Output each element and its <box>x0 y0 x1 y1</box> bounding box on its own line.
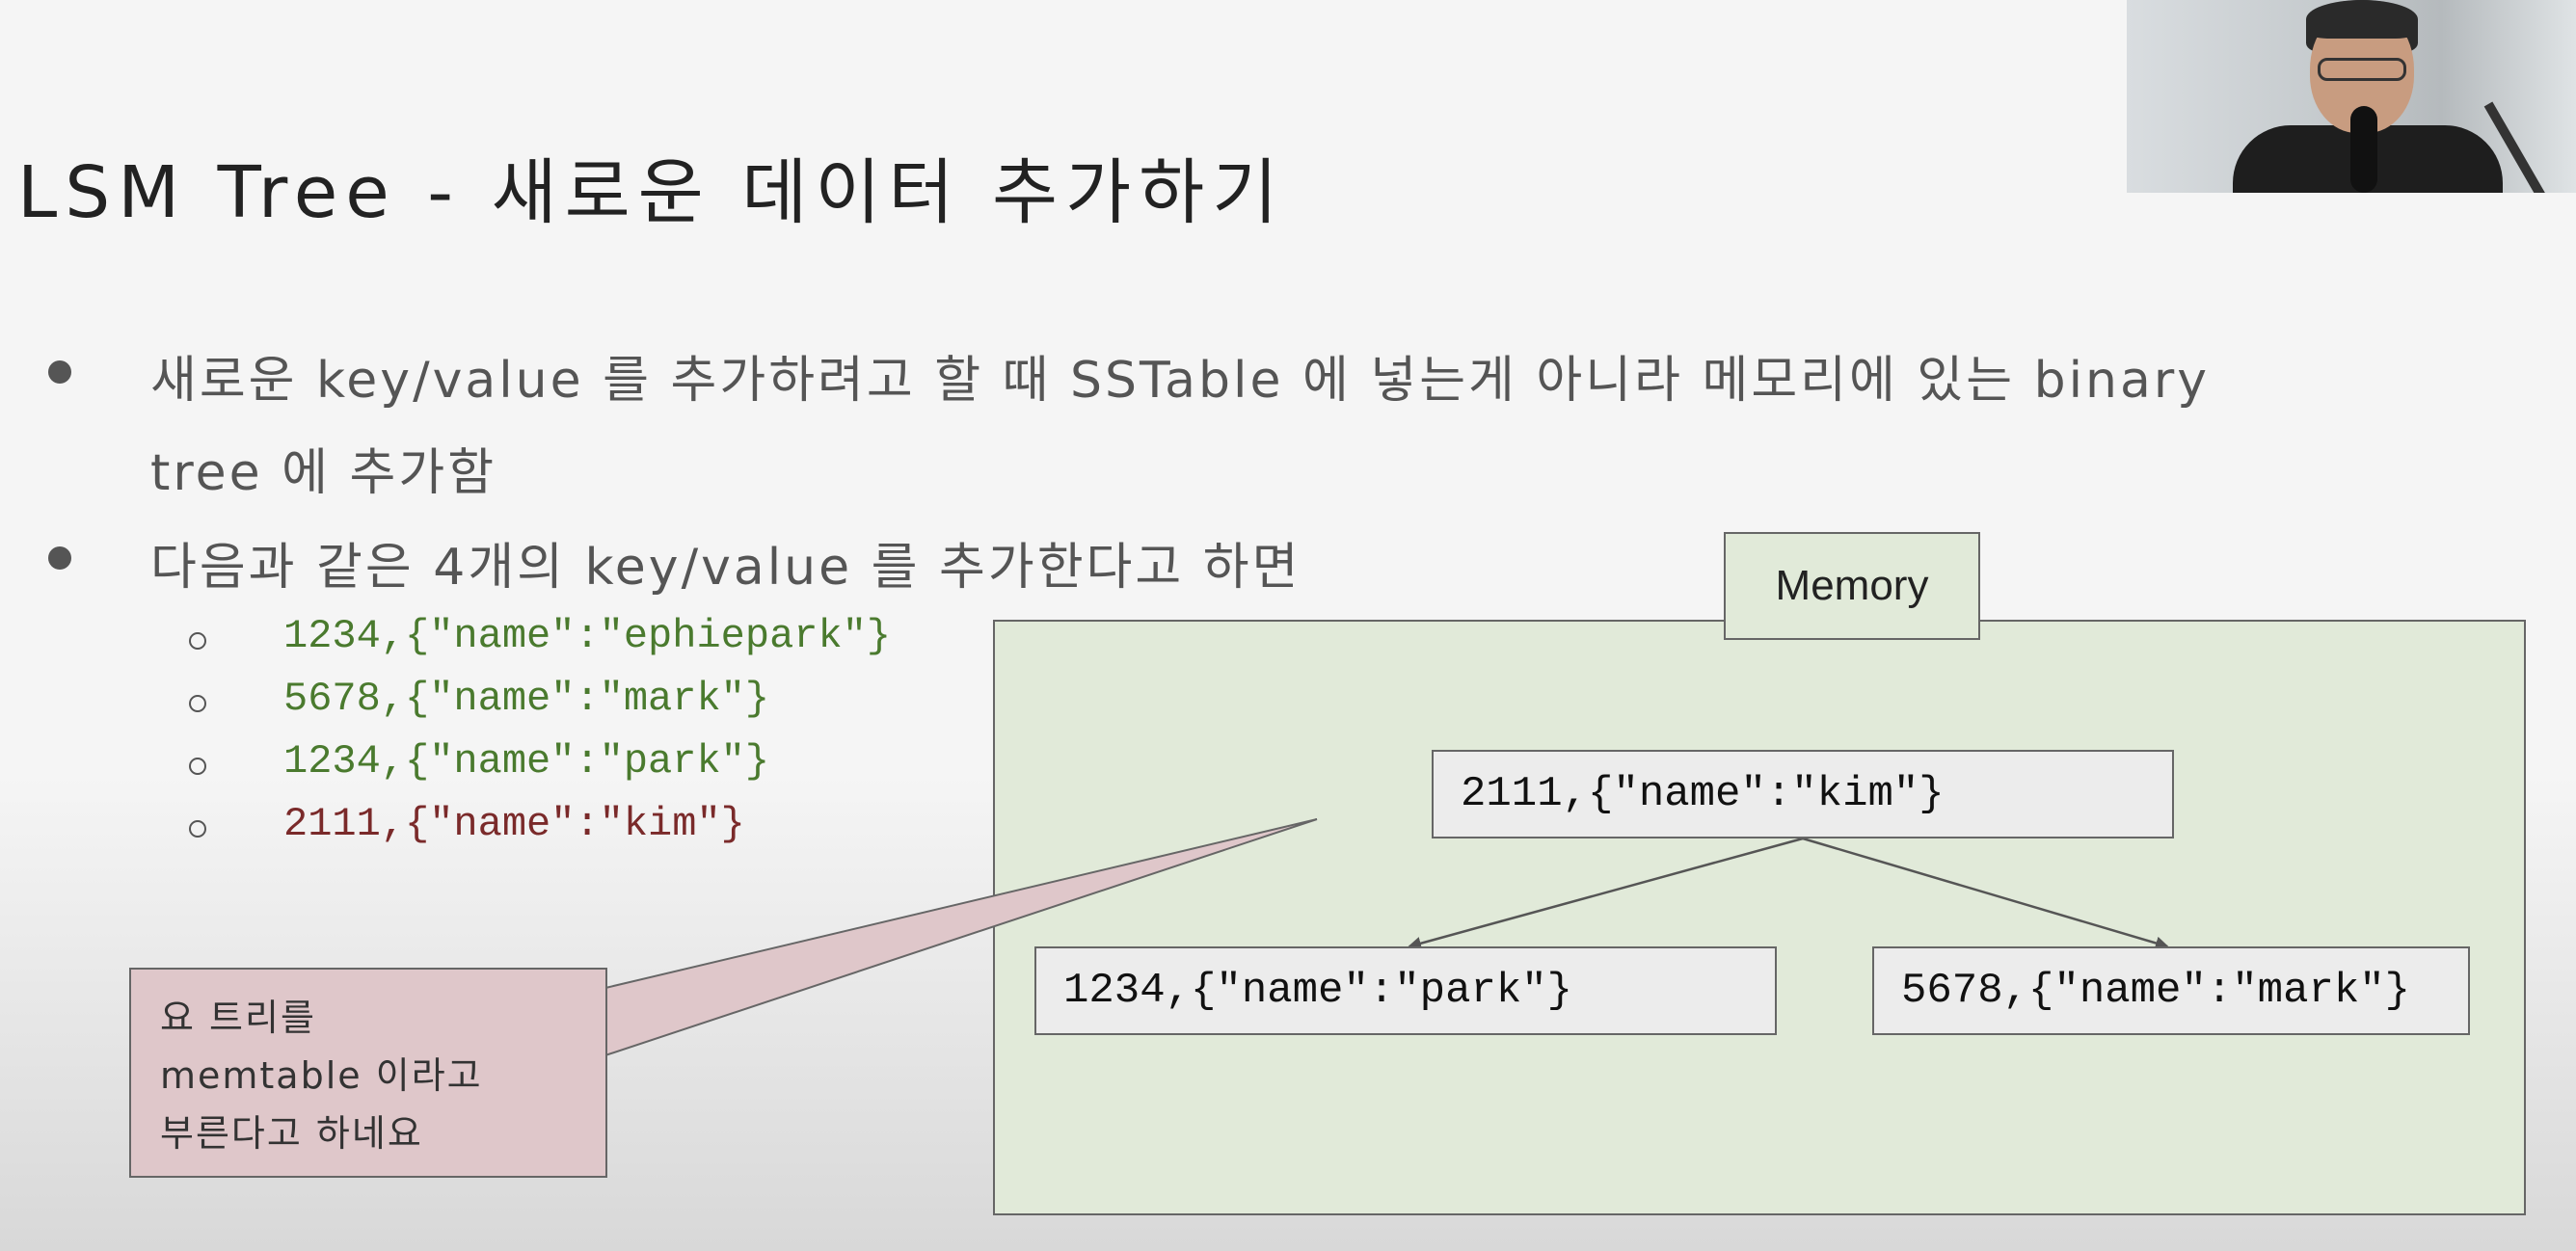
callout-line-2: memtable 이라고 <box>160 1054 483 1097</box>
memory-area <box>993 620 2526 1215</box>
edge-root-right <box>1802 837 2169 950</box>
tree-right-node: 5678,{"name":"mark"} <box>1872 946 2470 1035</box>
edge-root-left <box>1408 837 1804 950</box>
presenter-video-icon <box>2127 0 2576 193</box>
sub-item-4: 2111,{"name":"kim"} <box>283 801 745 847</box>
tree-root-node: 2111,{"name":"kim"} <box>1432 750 2174 838</box>
presenter-hair-top <box>2306 0 2418 39</box>
memory-label: Memory <box>1724 532 1980 640</box>
sub-item-1: 1234,{"name":"ephiepark"} <box>283 613 892 659</box>
sub-bullet-circle <box>189 632 206 650</box>
tree-left-node: 1234,{"name":"park"} <box>1034 946 1777 1035</box>
presenter-glasses <box>2318 58 2406 81</box>
callout-line-1: 요 트리를 <box>160 997 316 1039</box>
bullet-2-line-1: 다음과 같은 4개의 key/value 를 추가한다고 하면 <box>150 539 1301 597</box>
bullet-1-line-1: 새로운 key/value 를 추가하려고 할 때 SSTable 에 넣는게 … <box>150 352 2211 410</box>
bullet-1-line-2: tree 에 추가함 <box>150 444 497 502</box>
sub-bullet-circle <box>189 758 206 775</box>
bullet-dot-1 <box>48 360 71 384</box>
sub-item-3: 1234,{"name":"park"} <box>283 738 770 785</box>
sub-bullet-circle <box>189 695 206 712</box>
bullet-dot-2 <box>48 546 71 570</box>
slide-title: LSM Tree - 새로운 데이터 추가하기 <box>17 151 1286 234</box>
microphone-icon <box>2350 106 2377 193</box>
callout-line-3: 부른다고 하네요 <box>160 1112 423 1155</box>
callout-box: 요 트리를 memtable 이라고 부른다고 하네요 <box>129 968 607 1178</box>
sub-bullet-circle <box>189 820 206 838</box>
sub-item-2: 5678,{"name":"mark"} <box>283 676 770 722</box>
